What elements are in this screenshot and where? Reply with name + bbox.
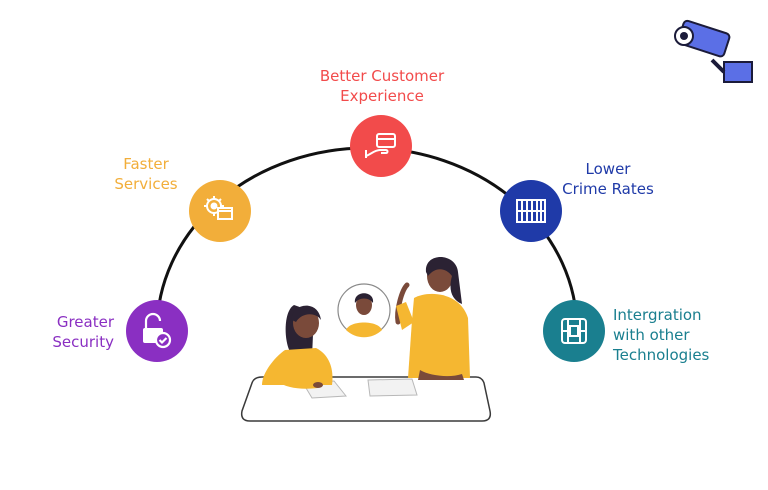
- gear-window-icon: [204, 196, 233, 220]
- lower-crime-rates-line-1: Lower: [585, 160, 631, 178]
- greater-security-line-2: Security: [52, 333, 114, 351]
- lower-crime-rates-line-2: Crime Rates: [562, 180, 654, 198]
- integration-icon: [561, 318, 587, 344]
- faster-services-line-1: Faster: [123, 155, 169, 173]
- lock-check-icon: [143, 312, 172, 349]
- integration-technologies-line-2: with other: [613, 326, 690, 344]
- faster-services-label: Faster Services: [104, 154, 188, 194]
- integration-technologies-line-1: Intergration: [613, 306, 702, 324]
- seated-woman-figure: [262, 305, 333, 389]
- video-call-avatar: [337, 283, 391, 338]
- jail-bars-icon: [516, 199, 546, 223]
- greater-security-line-1: Greater: [56, 313, 114, 331]
- better-customer-experience-label: Better Customer Experience: [300, 66, 464, 106]
- better-customer-experience-line-2: Experience: [340, 87, 424, 105]
- greater-security-label: Greater Security: [32, 312, 114, 352]
- standing-woman-figure: [395, 257, 470, 380]
- faster-services-line-2: Services: [114, 175, 178, 193]
- integration-technologies-label: Intergration with other Technologies: [613, 305, 743, 365]
- better-customer-experience-line-1: Better Customer: [319, 67, 445, 85]
- lower-crime-rates-label: Lower Crime Rates: [552, 159, 664, 199]
- integration-technologies-line-3: Technologies: [613, 346, 710, 364]
- cctv-camera-icon: [674, 19, 753, 83]
- card-hand-icon: [365, 133, 396, 158]
